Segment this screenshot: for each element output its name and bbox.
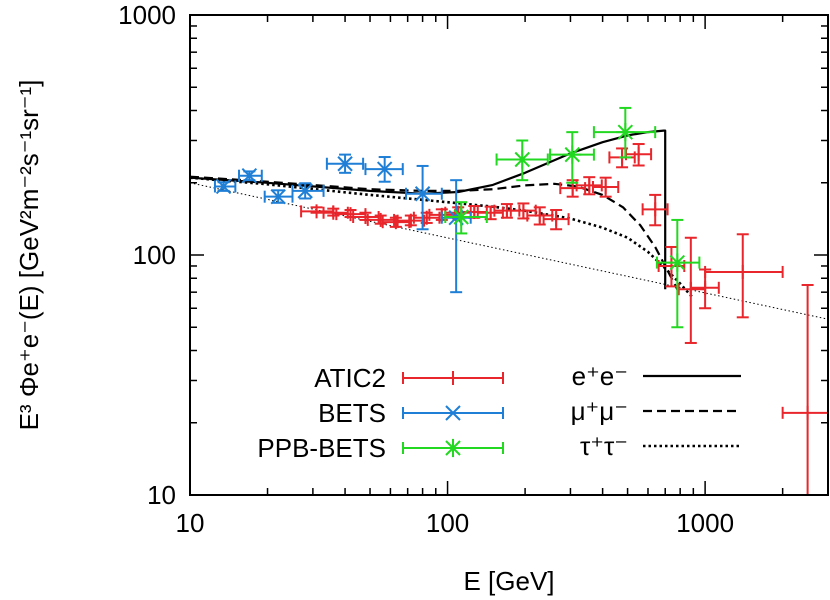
data-point [405, 164, 443, 231]
curve-background [190, 182, 828, 320]
marker-cross [241, 167, 258, 184]
data-point [325, 153, 365, 174]
marker-cross [376, 161, 393, 177]
y-axis-title: E³ Φe⁺e⁻(E) [GeV²m⁻²s⁻¹sr⁻¹] [14, 80, 44, 431]
y-tick-label: 1000 [118, 0, 176, 30]
legend-label-atic2: ATIC2 [314, 363, 386, 393]
data-point [352, 209, 380, 224]
legend-label-ppb-bets: PPB-BETS [257, 433, 386, 463]
data-point [575, 176, 603, 196]
data-point [641, 193, 669, 227]
data-point [263, 188, 294, 205]
data-point [364, 156, 404, 183]
data-point [655, 218, 701, 329]
data-point [213, 178, 237, 195]
axis-ticks: 10 100 1000 10 100 1000 [118, 0, 829, 538]
x-axis-title: E [GeV] [463, 566, 554, 596]
data-point [381, 215, 411, 230]
marker-cross [337, 156, 353, 172]
data-point [412, 210, 441, 225]
marker-cross [215, 178, 232, 195]
data-point [542, 208, 570, 231]
legend-label-dashed: μ⁺μ⁻ [571, 396, 628, 426]
legend-label-bets: BETS [318, 398, 386, 428]
data-point [549, 131, 595, 184]
data-point [396, 213, 425, 228]
data-point [625, 143, 653, 167]
data-point [704, 233, 784, 319]
data-point [238, 167, 263, 184]
x-tick-label: 10 [176, 508, 205, 538]
legend-label-solid: e⁺e⁻ [572, 361, 628, 391]
marker-cross [445, 405, 461, 421]
x-tick-label: 1000 [676, 508, 734, 538]
data-point [444, 201, 488, 235]
marker-cross [414, 186, 431, 202]
legend-label-dotted: τ⁺τ⁻ [580, 431, 628, 461]
x-tick-label: 100 [426, 508, 469, 538]
y-tick-label: 100 [133, 240, 176, 270]
data-point [440, 179, 472, 294]
data-point [781, 283, 828, 495]
curve-dotted [190, 176, 695, 300]
data-point [495, 139, 549, 182]
data-point [592, 106, 657, 159]
y-tick-label: 10 [147, 480, 176, 510]
marker-cross [270, 188, 286, 205]
data-point [291, 182, 325, 200]
data-points [213, 106, 828, 495]
data-point [366, 212, 396, 227]
marker-cross [297, 183, 313, 199]
data-point [591, 176, 620, 198]
series-ppb-bets [444, 106, 701, 329]
plot-frame [189, 14, 829, 496]
